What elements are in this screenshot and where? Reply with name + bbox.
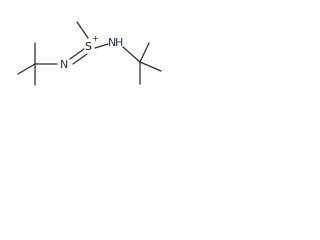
amine-hydrogen-label: H	[115, 36, 123, 49]
sulfur-label: S	[85, 40, 92, 53]
bond-imine-n-to-sulfur-b	[72, 53, 88, 65]
bond-sulfur-to-methyl	[76, 21, 89, 39]
bond-left-quaternary-to-methyl-left	[17, 63, 36, 75]
imine-nitrogen-label: N	[60, 58, 68, 71]
bond-amine-n-to-right-quaternary	[122, 46, 141, 63]
bond-right-quaternary-to-methyl-up	[139, 42, 150, 63]
bond-imine-n-to-sulfur-a	[69, 48, 85, 60]
bond-sulfur-to-amine-n	[94, 43, 109, 49]
sulfur-charge-label: +	[92, 34, 99, 43]
bond-right-quaternary-to-methyl-right	[139, 61, 162, 72]
right-tert-butyl-group	[139, 42, 162, 85]
left-tert-butyl-group	[17, 42, 58, 86]
amine-nitrogen-label: N	[108, 36, 116, 49]
sulfur-imine-double-bond	[69, 48, 88, 65]
molecule-diagram: N S + N H	[17, 21, 162, 86]
